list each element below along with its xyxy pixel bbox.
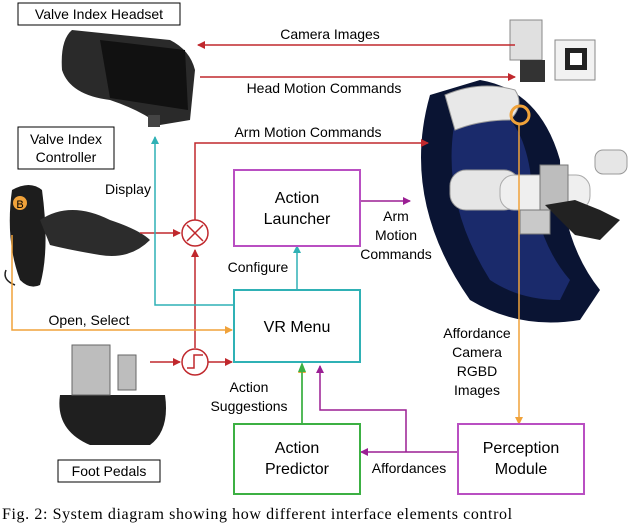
open-select-label: Open, Select: [49, 312, 130, 328]
controller-b-button: B: [16, 199, 23, 211]
headset-label-box: Valve Index Headset: [17, 2, 181, 26]
action-launcher-box: Action Launcher: [233, 169, 361, 247]
controller-image: B: [4, 185, 150, 287]
display-label: Display: [105, 181, 151, 197]
head-motion-label: Head Motion Commands: [247, 80, 402, 96]
camera-images-label: Camera Images: [280, 26, 380, 42]
perception-line1: Perception: [483, 440, 560, 457]
headset-image: [61, 30, 195, 127]
cyan-arrows: [151, 136, 301, 306]
affordance-line1: Affordance: [443, 325, 511, 341]
vr-menu-label: VR Menu: [264, 319, 331, 336]
action-predictor-line1: Action: [275, 440, 319, 457]
affordance-line2: Camera: [452, 344, 502, 360]
controller-label-line1: Valve Index: [30, 131, 102, 147]
vr-menu-box: VR Menu: [233, 289, 361, 363]
perception-module-box: Perception Module: [457, 423, 585, 495]
headset-label: Valve Index Headset: [35, 6, 163, 22]
perception-line2: Module: [495, 461, 548, 478]
foot-pedals-image: [59, 344, 166, 445]
configure-label: Configure: [228, 259, 289, 275]
orange-arrows: [11, 124, 523, 425]
affordances-label: Affordances: [372, 460, 446, 476]
action-suggestions-line2: Suggestions: [210, 398, 287, 414]
arm-motion-top-label: Arm Motion Commands: [234, 124, 381, 140]
figure-caption: Fig. 2: System diagram showing how diffe…: [2, 506, 513, 523]
step-node: [181, 348, 209, 376]
action-launcher-line2: Launcher: [264, 211, 331, 228]
affordance-line3: RGBD: [457, 363, 497, 379]
red-arrows: [140, 41, 516, 376]
affordance-line4: Images: [454, 382, 500, 398]
arm-motion-line1: Arm: [383, 208, 409, 224]
action-predictor-box: Action Predictor: [233, 423, 361, 495]
foot-pedals-label: Foot Pedals: [72, 463, 147, 479]
controller-label-box: Valve Index Controller: [17, 126, 115, 170]
action-suggestions-line1: Action: [230, 379, 269, 395]
foot-pedals-label-box: Foot Pedals: [57, 459, 161, 483]
arm-motion-line2: Motion: [375, 227, 417, 243]
controller-label-line2: Controller: [36, 149, 97, 165]
purple-arrows: [316, 197, 458, 456]
action-predictor-line2: Predictor: [265, 461, 330, 478]
arm-motion-line3: Commands: [360, 246, 432, 262]
green-arrows: [298, 362, 306, 424]
robot-image: [421, 19, 628, 323]
action-launcher-line1: Action: [275, 190, 319, 207]
